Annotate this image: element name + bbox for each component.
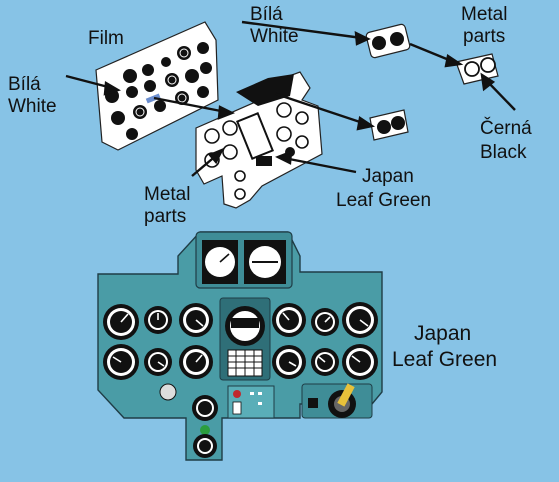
gauge-cluster [103, 302, 378, 380]
label-cerna: Černá [480, 118, 532, 139]
leader-lines [65, 20, 516, 177]
label-parts-mid: parts [144, 206, 187, 227]
label-metal-top: Metal [461, 4, 508, 25]
label-black: Black [480, 142, 527, 163]
label-white-left: White [8, 96, 57, 117]
metal-panel-hood [236, 74, 294, 106]
switch-box [227, 385, 275, 419]
metal-panel-holes [204, 102, 309, 200]
film-gauges [105, 42, 212, 140]
metal-panel-center-window [236, 112, 274, 160]
label-bila-top: Bílá [250, 4, 283, 25]
label-metal-mid: Metal [144, 184, 191, 205]
label-film: Film [88, 28, 124, 49]
throttle-box [301, 383, 373, 419]
film-blue-window [145, 93, 161, 104]
center-instrument-block [219, 297, 271, 381]
white-small-gauge-pair-2 [369, 109, 409, 141]
lower-gauges [159, 383, 218, 458]
label-japan-mid: Japan [362, 166, 414, 187]
film-gauge-rings [135, 48, 189, 117]
white-small-gauge-pair [365, 23, 411, 59]
label-japan-big: Japan [414, 322, 472, 345]
film-instrument-sheet [95, 21, 219, 151]
metal-small-gauge-pair [455, 53, 499, 85]
label-bila-left: Bílá [8, 74, 41, 95]
label-leaf-green-mid: Leaf Green [336, 190, 432, 211]
label-parts-top: parts [463, 26, 506, 47]
assembled-instrument-panel [97, 231, 383, 461]
label-white-top: White [250, 26, 299, 47]
metal-instrument-panel [195, 71, 323, 209]
label-leaf-green-big: Leaf Green [392, 348, 498, 371]
